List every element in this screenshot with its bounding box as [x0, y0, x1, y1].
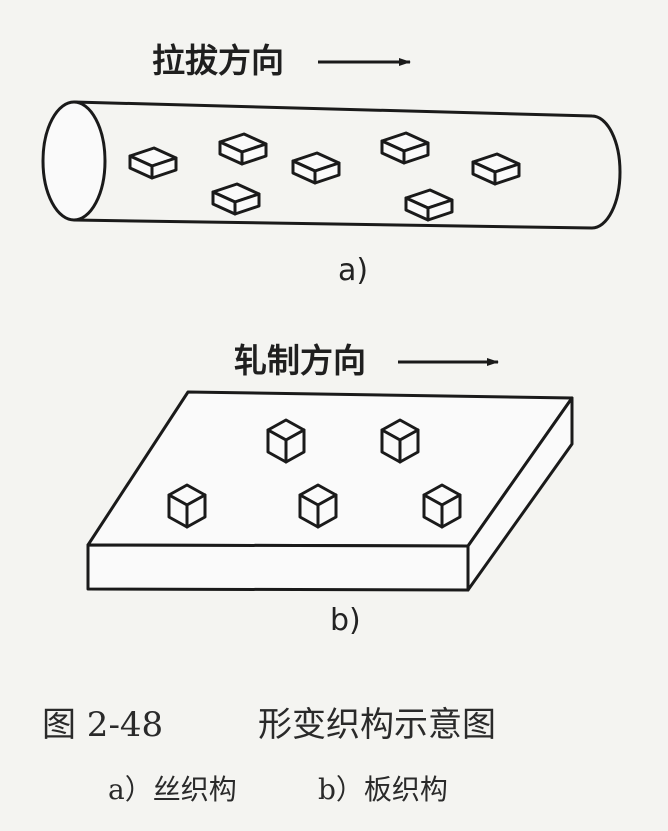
legend-sheet-texture: b）板织构 [318, 773, 448, 806]
grain-cube [380, 418, 420, 464]
figure-title: 形变织构示意图 [258, 705, 496, 745]
grain-cube [291, 151, 341, 185]
grain-cube [471, 152, 521, 186]
grain-cube [167, 483, 207, 529]
legend-wire-texture: a）丝织构 [108, 773, 237, 806]
subfigure-label-b: b) [330, 603, 361, 638]
grain-cube [298, 483, 338, 529]
grain-cube [380, 131, 430, 165]
sheet-plate [86, 390, 574, 592]
grain-cube [266, 418, 306, 464]
grain-cube [422, 483, 462, 529]
wire-grains [128, 131, 521, 222]
drawing-direction-label: 拉拔方向 [152, 41, 284, 80]
grain-cube [211, 182, 261, 216]
grain-cube [128, 146, 178, 180]
subfigure-label-a: a) [338, 253, 369, 288]
wire-cylinder [41, 100, 622, 230]
figure-number: 图 2-48 [42, 705, 164, 745]
grain-cube [218, 132, 268, 166]
grain-cube [404, 188, 454, 222]
rolling-direction-label: 轧制方向 [234, 341, 366, 380]
